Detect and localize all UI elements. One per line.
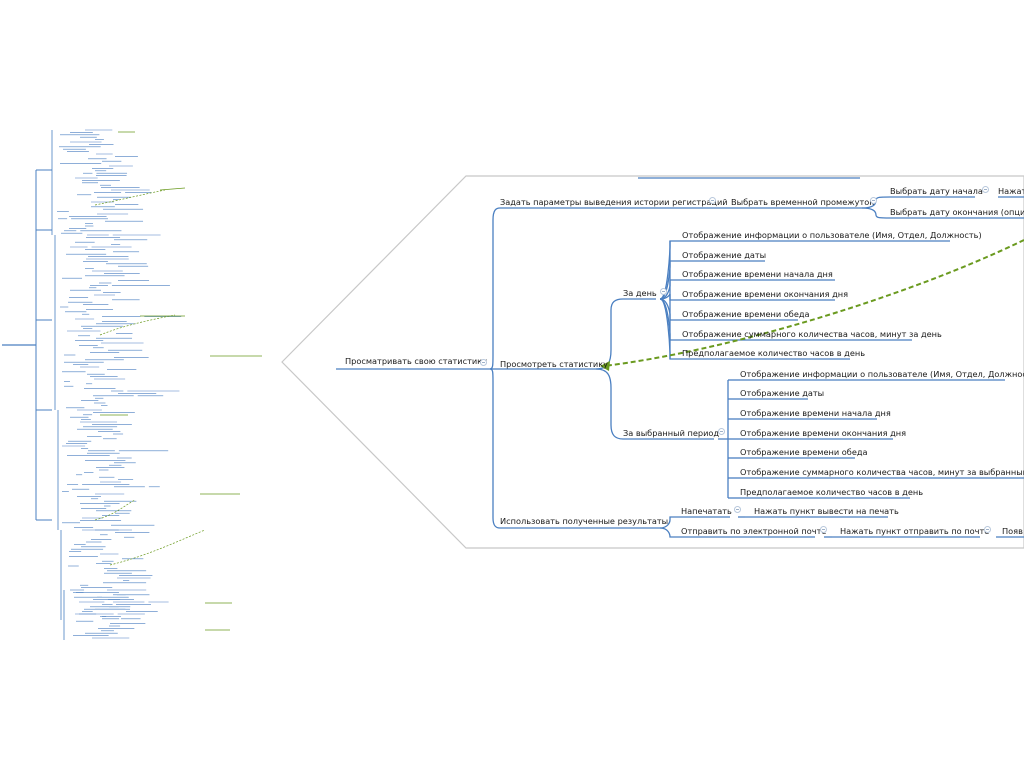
period-end-time[interactable]: Отображение времени окончания дня [740, 428, 907, 438]
period-total-hours[interactable]: Отображение суммарного количества часов,… [740, 467, 1024, 477]
callout-frame [281, 175, 1024, 549]
topic-send-email[interactable]: Отправить по электронной почте [681, 526, 827, 536]
edge-results-email [659, 527, 681, 538]
topic-press-send[interactable]: Нажать пункт отправить по почте [840, 526, 990, 536]
day-expected-hours[interactable]: Предполагаемое количество часов в день [682, 348, 866, 358]
day-total-hours[interactable]: Отображение суммарного количества часов,… [682, 329, 942, 339]
relationship-arrow [603, 239, 1024, 367]
collapse-send-email-icon[interactable] [820, 526, 827, 533]
collapse-start-date-icon[interactable] [982, 186, 989, 193]
collapse-per-period-icon[interactable] [718, 428, 725, 435]
mindmap-overview [2, 129, 262, 640]
collapse-set-params-icon[interactable] [709, 197, 716, 204]
overview-trunk [35, 169, 52, 521]
day-lunch-time[interactable]: Отображение времени обеда [682, 309, 810, 319]
overview-relationship-2 [109, 529, 206, 566]
day-end-time[interactable]: Отображение времени окончания дня [682, 289, 849, 299]
edge-central-params [489, 207, 501, 370]
overview-highlight-1 [159, 187, 186, 191]
period-start-time[interactable]: Отображение времени начала дня [740, 408, 891, 418]
period-lunch-time[interactable]: Отображение времени обеда [740, 447, 868, 457]
topic-select-period[interactable]: Выбрать временной промежуток [731, 197, 875, 207]
overview-relationship-3 [94, 499, 136, 521]
topic-press-print[interactable]: Нажать пункт вывести на печать [754, 506, 899, 516]
topic-use-results[interactable]: Использовать полученные результаты [500, 516, 669, 526]
collapse-press-send-icon[interactable] [984, 526, 991, 533]
topic-per-period[interactable]: За выбранный период [623, 428, 720, 438]
topic-per-day[interactable]: За день [623, 288, 657, 298]
topic-select-start-date[interactable]: Выбрать дату начала [890, 186, 983, 196]
period-date[interactable]: Отображение даты [740, 388, 825, 398]
edge-period-end [861, 207, 891, 219]
day-user-info[interactable]: Отображение информации о пользователе (И… [682, 230, 982, 240]
collapse-per-day-icon[interactable] [660, 288, 667, 295]
relationship-arrowhead [600, 361, 610, 371]
collapse-print-icon[interactable] [734, 506, 741, 513]
period-user-info[interactable]: Отображение информации о пользователе (И… [740, 369, 1024, 379]
edge-stats-periodsel [595, 368, 624, 440]
period-expected-hours[interactable]: Предполагаемое количество часов в день [740, 487, 924, 497]
overview-relationship-0 [94, 189, 166, 206]
edge-central-results [489, 368, 501, 529]
topic-select-end-date[interactable]: Выбрать дату окончания (опционн [890, 207, 1024, 217]
topic-print[interactable]: Напечатать [681, 506, 732, 516]
collapse-select-period-icon[interactable] [870, 197, 877, 204]
topic-set-params[interactable]: Задать параметры выведения истории регис… [500, 197, 728, 207]
central-topic[interactable]: Просматривать свою статистику [345, 356, 487, 366]
collapse-central-icon[interactable] [480, 359, 487, 366]
day-start-time[interactable]: Отображение времени начала дня [682, 269, 833, 279]
branch-lines [336, 177, 1024, 538]
day-date[interactable]: Отображение даты [682, 250, 767, 260]
topic-view-stats[interactable]: Просмотреть статистику [500, 359, 609, 369]
overview-relationship-1 [99, 314, 176, 336]
topic-press-truncated[interactable]: Нажат [998, 186, 1024, 196]
topic-appears-truncated[interactable]: Появ [1002, 526, 1023, 536]
